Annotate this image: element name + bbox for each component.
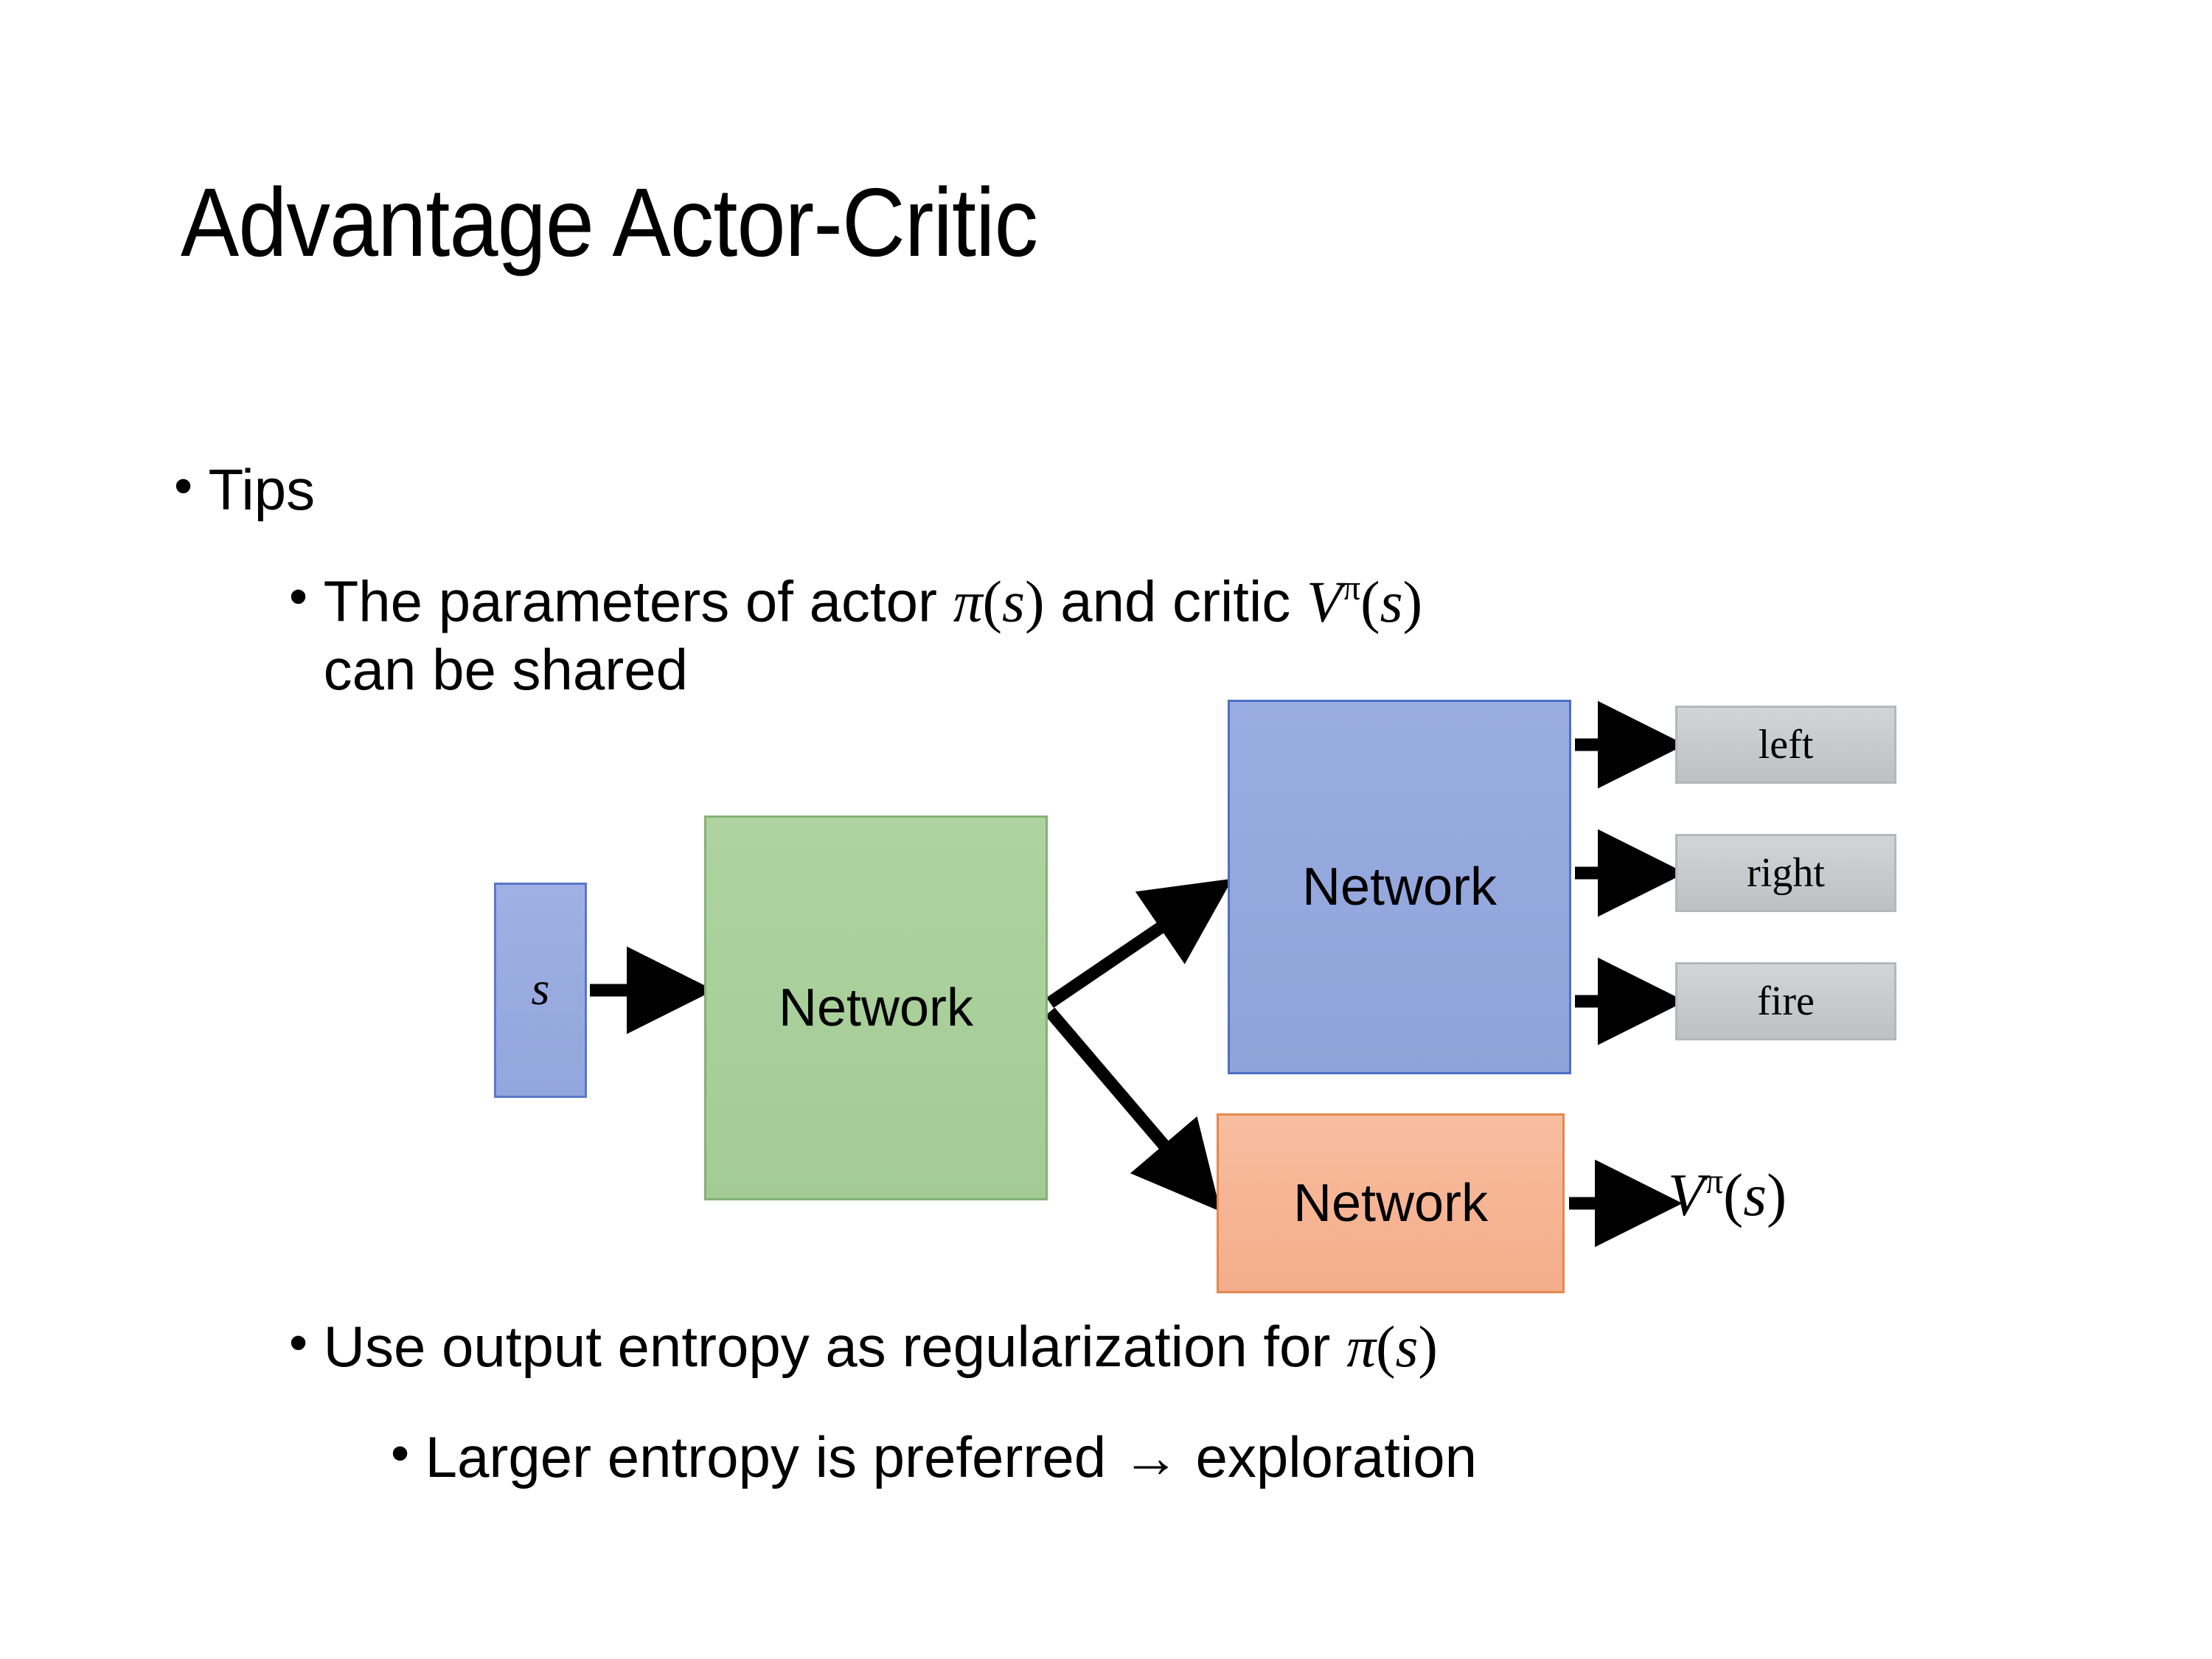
action-output-fire[interactable]: fire <box>1675 962 1896 1040</box>
entropy-text-segment: Use output entropy as regularization for <box>323 1314 1347 1379</box>
math-policy-pi-s: π(s) <box>1346 1315 1438 1380</box>
arrow-shared-to-critic <box>1045 1007 1221 1212</box>
bullet-marker: • <box>289 567 308 627</box>
shared-network-label: Network <box>778 978 974 1037</box>
shared-network-box[interactable]: Network <box>704 815 1048 1200</box>
action-output-right-label: right <box>1747 850 1825 896</box>
math-policy-pi-s: π(s) <box>953 569 1045 635</box>
bullet-shared-parameters: • The parameters of actor π(s) and criti… <box>289 568 2073 703</box>
bullet-tips-label: Tips <box>208 457 316 522</box>
state-input-label: s <box>531 962 550 1015</box>
bullet-entropy-text: Use output entropy as regularization for… <box>324 1314 1438 1381</box>
value-output-label: Vπ(s) <box>1668 1161 1787 1229</box>
action-output-fire-label: fire <box>1757 978 1815 1024</box>
page-title: Advantage Actor-Critic <box>181 168 1038 276</box>
params-text-segment-1: The parameters of actor <box>323 568 953 634</box>
math-value-v-pi-s: Vπ(s) <box>1306 568 1423 635</box>
params-text-line-2: can be shared <box>323 636 688 702</box>
action-output-left-label: left <box>1758 722 1814 768</box>
state-input-box[interactable]: s <box>494 883 587 1098</box>
bullet-entropy-regularization: • Use output entropy as regularization f… <box>289 1314 1438 1381</box>
bullet-marker: • <box>391 1424 410 1484</box>
actor-network-box[interactable]: Network <box>1228 700 1571 1074</box>
bullet-shared-parameters-text: The parameters of actor π(s) and critic … <box>324 568 2073 703</box>
bullet-marker: • <box>174 456 193 516</box>
params-text-segment-2: and critic <box>1044 568 1307 634</box>
arrow-shared-to-actor <box>1046 878 1233 1009</box>
bullet-larger-entropy-label: Larger entropy is preferred → exploratio… <box>425 1425 1478 1489</box>
actor-network-label: Network <box>1301 858 1498 917</box>
action-output-right[interactable]: right <box>1675 834 1896 912</box>
bullet-larger-entropy: • Larger entropy is preferred → explorat… <box>391 1425 1477 1490</box>
bullet-tips: • Tips <box>174 457 315 523</box>
math-value-output: Vπ(s) <box>1668 1161 1787 1229</box>
bullet-marker: • <box>289 1313 308 1373</box>
action-output-left[interactable]: left <box>1675 706 1896 784</box>
critic-network-label: Network <box>1293 1174 1489 1233</box>
critic-network-box[interactable]: Network <box>1217 1113 1565 1293</box>
